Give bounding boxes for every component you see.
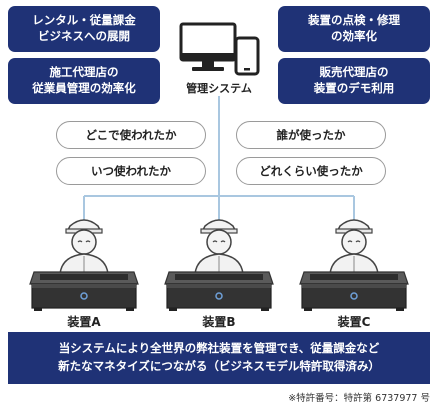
- device-a-illustration: [29, 219, 139, 312]
- device-b-illustration: [164, 219, 274, 312]
- management-system-label: 管理システム: [186, 82, 252, 95]
- summary-banner: 当システムにより全世界の弊社装置を管理でき、従量課金など 新たなマネタイズにつな…: [8, 332, 430, 384]
- rental-metered-billing-box: レンタル・従量課金 ビジネスへの展開: [8, 6, 160, 52]
- device-c-label: 装置C: [337, 315, 371, 329]
- inspection-repair-box: 装置の点検・修理 の効率化: [278, 6, 430, 52]
- computer-tablet-icon: [179, 22, 260, 76]
- bubble-when-used: いつ使われたか: [56, 157, 206, 185]
- contractor-staff-management-box: 施工代理店の 従業員管理の効率化: [8, 58, 160, 104]
- bubble-who-used: 誰が使ったか: [236, 121, 386, 149]
- device-a-label: 装置A: [67, 315, 101, 329]
- bubble-how-much-used: どれくらい使ったか: [236, 157, 386, 185]
- patent-number-note: ※特許番号：特許第 6737977 号: [288, 393, 430, 404]
- device-b-label: 装置B: [202, 315, 236, 329]
- bubble-where-used: どこで使われたか: [56, 121, 206, 149]
- dealer-demo-box: 販売代理店の 装置のデモ利用: [278, 58, 430, 104]
- device-c-illustration: [299, 219, 409, 312]
